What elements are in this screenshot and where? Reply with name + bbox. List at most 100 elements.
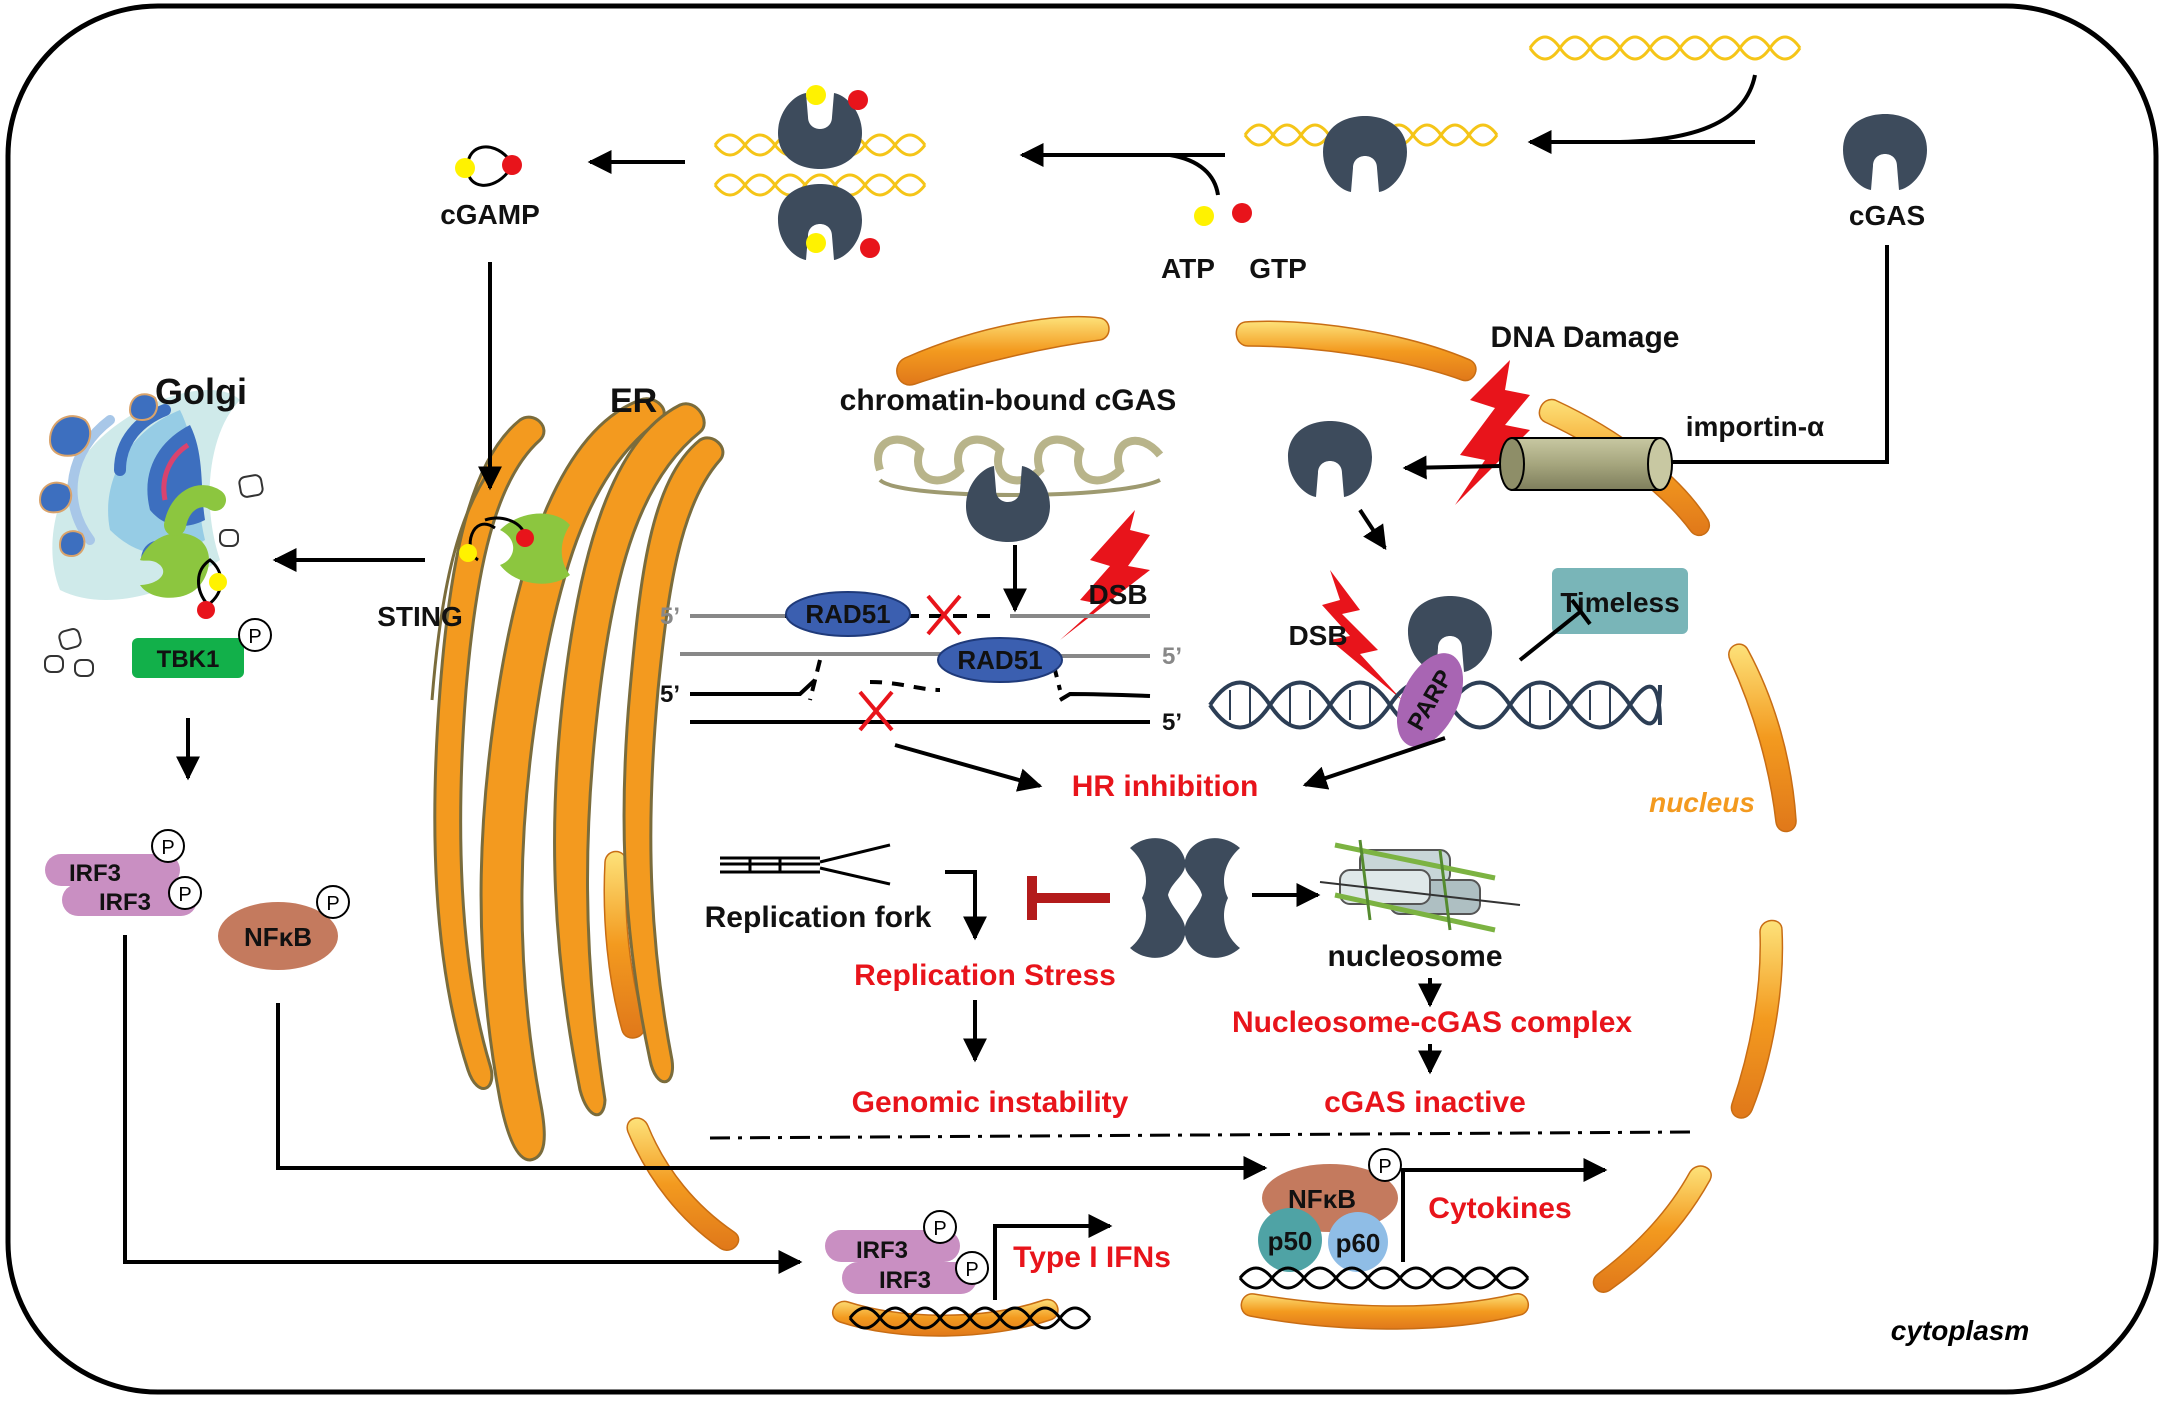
irf3-nuclear-label-2: IRF3 [879, 1267, 931, 1294]
nfkb-nuclear-label: NFκB [1288, 1184, 1356, 1214]
cgas-inactive-label: cGAS inactive [1324, 1086, 1526, 1119]
sting-golgi [140, 485, 227, 619]
nucleosome-icon [1319, 839, 1521, 933]
cross-mark-top [926, 594, 962, 636]
irf3-phospho-2-icon [168, 876, 202, 910]
genomic-instability-label: Genomic instability [852, 1086, 1129, 1119]
dimer-gtp-dot [848, 90, 868, 110]
dimer-atp-dot [806, 85, 826, 105]
sting-label: STING [377, 601, 463, 632]
tbk1-phospho-label: P [248, 626, 261, 648]
irf3-nuclear-label-1: IRF3 [856, 1237, 908, 1264]
dsb-lightning-right [1322, 570, 1402, 700]
gtp-label: GTP [1249, 253, 1307, 284]
tbk1-box [132, 638, 244, 678]
nucleosome-label: nucleosome [1327, 940, 1502, 973]
cytosolic-dna-top [1528, 35, 1802, 61]
replication-fork-icon [720, 843, 891, 886]
five-prime-b: 5’ [1162, 643, 1182, 670]
dna-damage-lightning [1455, 360, 1530, 505]
arrow-fork-to-stress [945, 870, 987, 941]
dna-damage-label: DNA Damage [1491, 321, 1680, 354]
dsb-label-top: DSB [1088, 579, 1147, 610]
hr-inhibition-label: HR inhibition [1072, 770, 1259, 803]
inhibit-replication [1027, 876, 1110, 920]
nucleus-separator-line [709, 1130, 1691, 1140]
dsb-label-right: DSB [1288, 620, 1347, 651]
five-prime-c: 5’ [660, 681, 680, 708]
replication-fork-label: Replication fork [705, 901, 932, 934]
nfkb-nuclear-phospho: P [1378, 1156, 1391, 1178]
rad51-left-label: RAD51 [805, 599, 890, 629]
irf3-upper-left [45, 854, 180, 886]
nucleosome-complex-label: Nucleosome-cGAS complex [1232, 1006, 1632, 1039]
irf3-left-label-1: IRF3 [69, 860, 121, 887]
rad51-ellipse-left [785, 591, 911, 637]
cytokines-label: Cytokines [1428, 1192, 1571, 1225]
atp-label: ATP [1161, 253, 1215, 284]
dimer-gtp-dot-2 [860, 238, 880, 258]
arrow-irf3-to-nucleus [123, 935, 803, 1274]
irf3-lower-left [62, 884, 197, 916]
cgamp-label: cGAMP [440, 199, 540, 230]
nfkb-left-label: NFκB [244, 922, 312, 952]
nfkb-left-phospho-icon [316, 885, 350, 919]
rad51-ellipse-right [937, 637, 1063, 683]
p50-circle [1258, 1208, 1322, 1272]
irf3-nuclear-phospho-1-icon [923, 1210, 957, 1244]
arrow-importin-to-cgas [1402, 455, 1501, 480]
gtp-dot [1232, 203, 1252, 223]
dsb-lightning-top [1060, 510, 1150, 640]
importin-cylinder [1499, 437, 1673, 491]
chromatin-bound-label: chromatin-bound cGAS [840, 384, 1177, 417]
p60-label: p60 [1336, 1228, 1381, 1258]
cytoplasm-label: cytoplasm [1891, 1315, 2030, 1346]
irf3-left-label-2: IRF3 [99, 889, 151, 916]
arrow-parp-to-hr [1302, 736, 1446, 790]
irf3-nuclear-phospho-2-icon [955, 1251, 989, 1285]
arrow-rad51-to-hr [894, 743, 1043, 792]
irf3-phospho-1-icon [151, 829, 185, 863]
tbk1-phospho-icon [238, 618, 272, 652]
arrow-type1-ifn-transcription [993, 1214, 1113, 1300]
arrow-cytokine-transcription [1401, 1158, 1608, 1262]
replication-stress-label: Replication Stress [854, 959, 1116, 992]
rad51-right-label: RAD51 [957, 645, 1042, 675]
p50-label: p50 [1268, 1226, 1313, 1256]
cgas-label: cGAS [1849, 200, 1925, 231]
irf3-nuclear-phospho-1: P [933, 1218, 946, 1240]
parp-ellipse [1396, 653, 1464, 747]
irf3-nuclear-phospho-2: P [965, 1259, 978, 1281]
nucleus-label: nucleus [1649, 787, 1755, 818]
type1-ifns-label: Type I IFNs [1013, 1241, 1171, 1274]
cgas-import-line [1660, 245, 1889, 464]
dimer-atp-dot-2 [806, 233, 826, 253]
inhibit-timeless-line [1518, 610, 1582, 662]
cell-membrane [5, 3, 2159, 1395]
irf3-phospho-1: P [161, 837, 174, 859]
chromatin-coil [874, 435, 1164, 497]
cgamp-molecule [455, 145, 522, 187]
five-prime-d: 5’ [1162, 709, 1182, 736]
p60-circle [1328, 1212, 1388, 1272]
importin-label: importin-α [1686, 411, 1825, 442]
arrow-cgas-to-parp [1358, 508, 1387, 551]
irf3-phospho-2: P [178, 884, 191, 906]
golgi-label: Golgi [155, 371, 247, 412]
cgas-dimer-center [1130, 838, 1240, 958]
nfkb-left [218, 902, 338, 970]
irf3-lower-nuclear [842, 1262, 977, 1294]
endoplasmic-reticulum [430, 397, 725, 1162]
dna-helix-cytokine [1238, 1266, 1530, 1290]
tbk1-label: TBK1 [157, 646, 220, 673]
cross-mark-bottom [858, 690, 894, 732]
nfkb-left-phospho: P [326, 893, 339, 915]
arrow-nfkb-to-nucleus [276, 1003, 1268, 1180]
five-prime-a: 5’ [660, 603, 680, 630]
sting-er [459, 513, 570, 584]
atp-dot [1194, 206, 1214, 226]
dna-helix-ifn [848, 1306, 1092, 1330]
er-label: ER [610, 382, 657, 420]
